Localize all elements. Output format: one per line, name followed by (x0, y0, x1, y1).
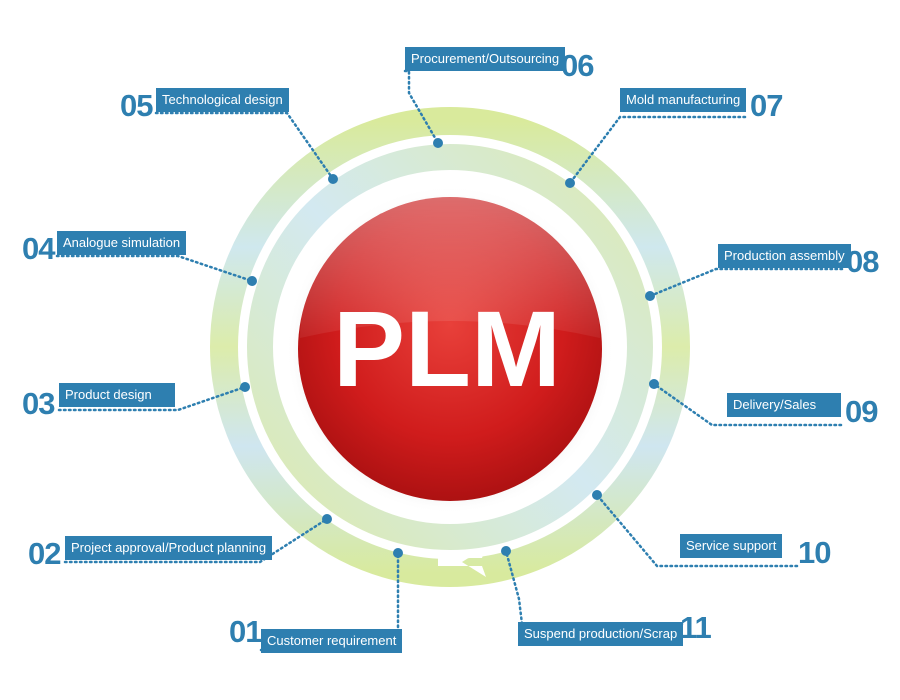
inner-ring (247, 144, 653, 550)
stage-07-connector (568, 115, 747, 185)
stage-01-anchor-dot (393, 548, 403, 558)
stage-06-number: 06 (561, 48, 594, 83)
connector-dots (240, 138, 659, 558)
stage-02-anchor-dot (322, 514, 332, 524)
stage-08-anchor-dot (645, 291, 655, 301)
stage-06-label: Procurement/Outsourcing (405, 47, 566, 71)
stage-09-label: Delivery/Sales (727, 393, 841, 417)
stage-10-number: 10 (798, 535, 831, 570)
stage-06-connector (403, 69, 440, 145)
connector-lines (55, 69, 844, 652)
stage-03-label: Product design (59, 383, 175, 407)
stage-11-label: Suspend production/Scrap (518, 622, 684, 646)
stage-01-label: Customer requirement (261, 629, 403, 653)
stage-07-anchor-dot (565, 178, 575, 188)
stage-05-label: Technological design (156, 88, 289, 112)
stage-06-anchor-dot (433, 138, 443, 148)
stage-09-anchor-dot (649, 379, 659, 389)
stage-04-number: 04 (22, 231, 55, 266)
stage-11-anchor-dot (501, 546, 511, 556)
stage-10-anchor-dot (592, 490, 602, 500)
stage-10-connector (595, 493, 799, 568)
center-title: PLM (333, 288, 561, 409)
stage-04-label: Analogue simulation (57, 231, 187, 255)
stage-08-connector (648, 267, 844, 298)
stage-02-label: Project approval/Product planning (65, 536, 273, 560)
stage-08-number: 08 (846, 244, 879, 279)
stage-03-connector (57, 385, 247, 412)
core-gloss (300, 188, 600, 338)
stage-04-anchor-dot (247, 276, 257, 286)
stage-05-anchor-dot (328, 174, 338, 184)
stage-02-connector (63, 517, 329, 564)
stage-07-label: Mold manufacturing (620, 88, 747, 112)
stage-05-number: 05 (120, 88, 153, 123)
stage-05-connector (154, 111, 335, 181)
stage-03-anchor-dot (240, 382, 250, 392)
cycle-arrow-icon (438, 547, 486, 577)
stage-09-number: 09 (845, 394, 878, 429)
stage-08-label: Production assembly (718, 244, 851, 268)
outer-ring (210, 107, 690, 587)
stage-11-number: 11 (680, 610, 712, 645)
stage-02-number: 02 (28, 536, 61, 571)
stage-07-number: 07 (750, 88, 783, 123)
stage-01-number: 01 (229, 614, 262, 649)
stage-03-number: 03 (22, 386, 55, 421)
stage-10-label: Service support (680, 534, 783, 558)
stage-04-connector (55, 254, 254, 283)
stage-09-connector (652, 382, 843, 427)
